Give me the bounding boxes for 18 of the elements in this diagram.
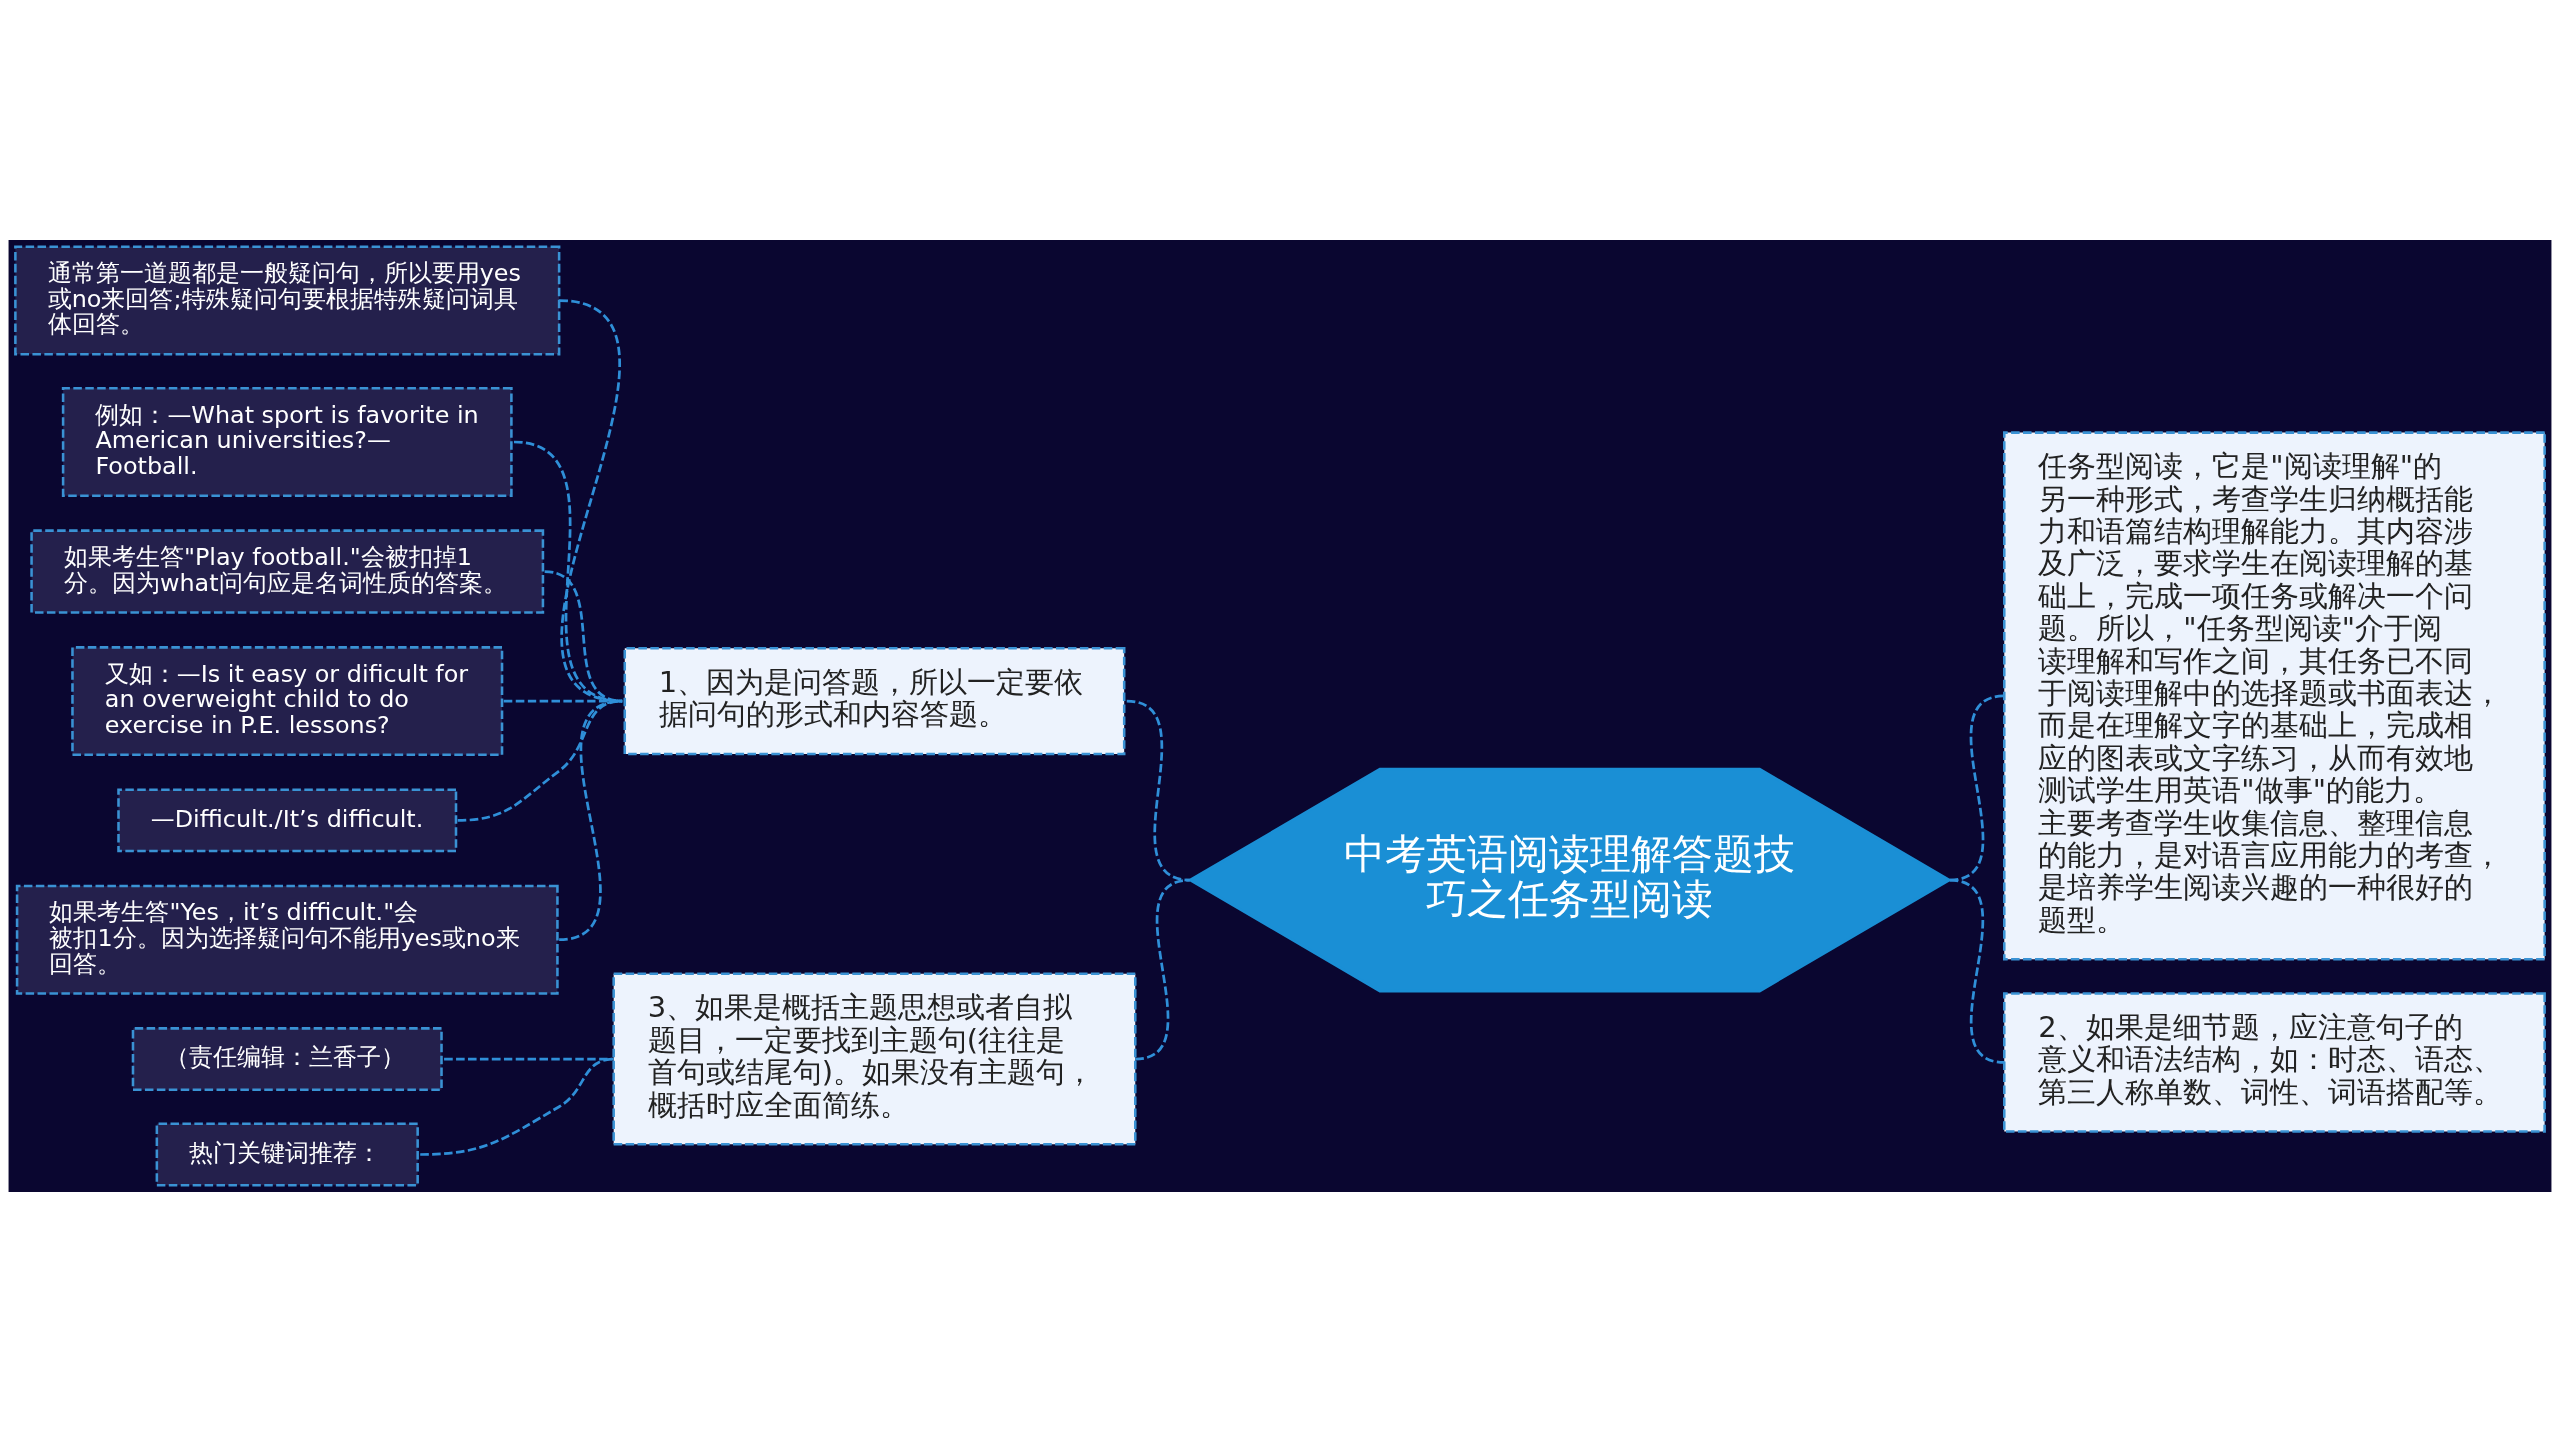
node-box: 2、如果是细节题，应注意句子的意义和语法结构，如：时态、语态、第三人称单数、词性、词语搭配等。 [2003,991,2546,1133]
connector [558,699,623,941]
connector [420,1057,614,1156]
connector [444,1057,614,1060]
node-box: 例如：—What sport is favorite in American universities?—Football. [61,386,513,497]
node-box: 任务型阅读，它是"阅读理解"的另一种形式，考查学生归纳概括能力和语篇结构理解能力。其内容涉及广泛，要求学生在阅读理解的基础上，完成一项任务或解决一个问题。所以，"任务型阅读"介于阅读理解和写作之间，其任务已不同于阅读理解中的选择题或书面表达，而是在理解文字的基础上，完成相应的图表或文字练习，从而有效地测试学生用英语"做事"的能力。主要考查学生收集信息、整理信息的能力，是对语言应用能力的考查，是培养学生阅读兴趣的一种很好的题型。 [2003,430,2546,961]
node-box: 热门关键词推荐： [155,1122,419,1186]
node-box: —Difficult./It’s difficult. [117,787,458,852]
node-box: 如果考生答"Yes，it’s difficult."会被扣1分。因为选择疑问句不能用yes或no来回答。 [15,884,559,995]
connector [1135,878,1191,1060]
connector [1949,878,2005,1064]
node-box: 又如：—Is it easy or dificult for an overweight child to do exercise in P.E. lessons? [71,645,504,756]
node-box: 如果考生答"Play football."会被扣掉1分。因为what问句应是名词性质的答案。 [30,528,545,614]
node-box: 通常第一道题都是一般疑问句，所以要用yes或no来回答;特殊疑问句要根据特殊疑问词具体回答。 [14,245,561,355]
node-box: 3、如果是概括主题思想或者自拟题目，一定要找到主题句(往往是首句或结尾句)。如果没有主题句，概括时应全面简练。 [612,972,1137,1146]
node-box: （责任编辑：兰香子） [131,1026,443,1091]
connector [558,298,623,702]
node-box: 1、因为是问答题，所以一定要依据问句的形式和内容答题。 [623,646,1126,755]
